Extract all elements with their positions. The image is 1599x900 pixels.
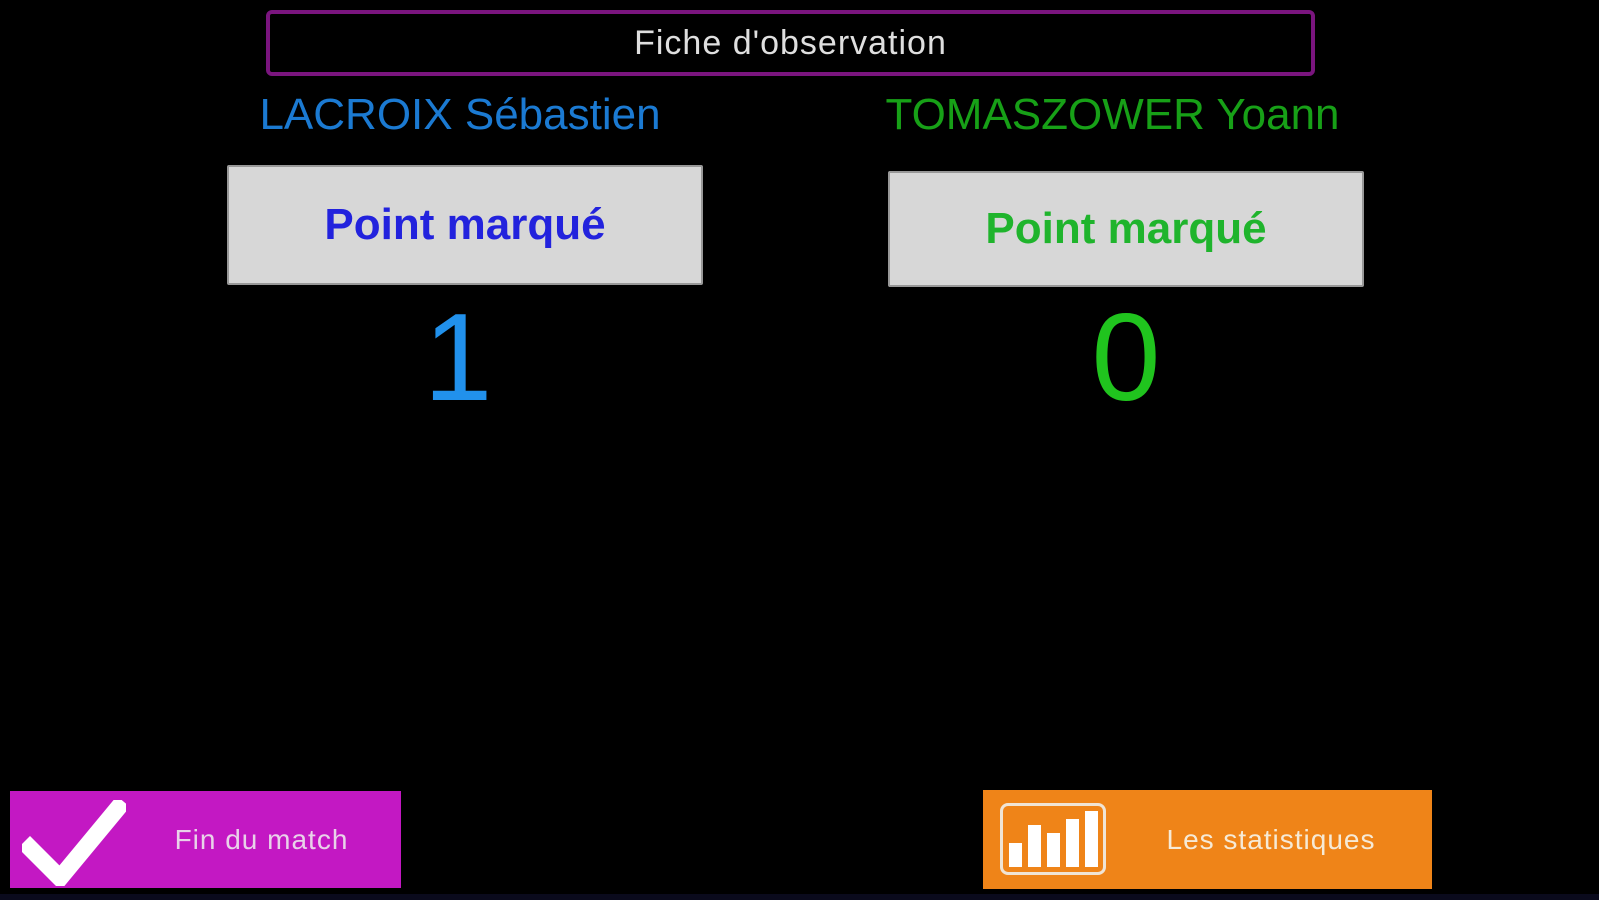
les-statistiques-label: Les statistiques [1166, 823, 1376, 855]
fin-du-match-label: Fin du match [174, 823, 349, 855]
player2-score: 0 [1091, 289, 1161, 427]
page-title: Fiche d'observation [634, 23, 947, 62]
fin-du-match-button[interactable]: Fin du match [10, 791, 401, 888]
title-box: Fiche d'observation [266, 10, 1315, 76]
player1-point-button-label: Point marqué [324, 200, 606, 249]
player1-score: 1 [423, 289, 493, 427]
player1-name: LACROIX Sébastien [259, 90, 661, 139]
player1-point-marque-button[interactable]: Point marqué [227, 165, 703, 285]
bottom-edge-strip [0, 894, 1599, 900]
player2-point-marque-button[interactable]: Point marqué [888, 171, 1364, 287]
player2-name: TOMASZOWER Yoann [885, 90, 1340, 139]
les-statistiques-button[interactable]: Les statistiques [983, 790, 1432, 889]
bar-chart-icon [1000, 803, 1106, 875]
checkmark-icon [22, 800, 126, 886]
player2-point-button-label: Point marqué [985, 204, 1267, 253]
